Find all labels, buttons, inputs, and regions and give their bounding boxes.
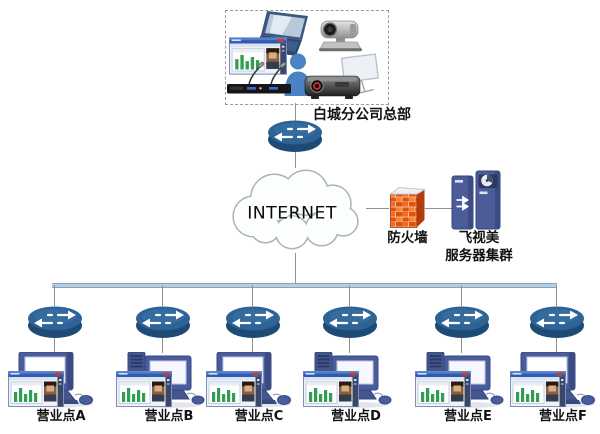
link-bus-router — [556, 285, 557, 306]
server-cluster-label: 飞视美 服务器集群 — [434, 229, 524, 265]
firewall-label: 防火墙 — [387, 230, 428, 246]
branch-node-e: 营业点E — [414, 285, 510, 425]
link-router-pc — [461, 338, 462, 353]
video-conference-camera-icon — [319, 20, 362, 52]
internet-label: INTERNET — [247, 203, 337, 223]
link-bus-router — [349, 285, 350, 306]
link-bus-router — [461, 285, 462, 306]
router-icon — [225, 305, 281, 339]
hq-router-icon — [267, 119, 323, 153]
branch-node-a: 营业点A — [7, 285, 103, 425]
branch-label: 营业点F — [539, 409, 587, 424]
router-icon — [135, 305, 191, 339]
link-firewall-servers — [425, 208, 452, 209]
hq-label: 白城分公司总部 — [313, 107, 411, 123]
link-router-pc — [349, 338, 350, 353]
link-cloud-firewall — [366, 208, 389, 209]
branch-label: 营业点E — [444, 409, 492, 424]
link-cloud-bus — [295, 253, 296, 284]
link-router-pc — [54, 338, 55, 353]
link-router-pc — [162, 338, 163, 353]
microphone-array-icon — [227, 61, 291, 94]
software-window-icon — [303, 371, 359, 407]
branch-label: 营业点D — [331, 409, 381, 424]
link-bus-router — [162, 285, 163, 306]
link-router-pc — [556, 338, 557, 353]
branch-node-b: 营业点B — [115, 285, 211, 425]
link-bus-router — [252, 285, 253, 306]
software-window-icon — [415, 371, 471, 407]
branch-node-d: 营业点D — [302, 285, 398, 425]
software-window-icon — [510, 371, 566, 407]
firewall-icon — [389, 186, 427, 228]
software-window-icon — [206, 371, 262, 407]
server-label-line2: 服务器集群 — [445, 248, 513, 264]
branch-label: 营业点A — [36, 409, 86, 424]
software-window-icon — [8, 371, 64, 407]
router-icon — [322, 305, 378, 339]
server-label-line1: 飞视美 — [458, 230, 500, 246]
link-router-cloud — [295, 152, 296, 168]
branch-label: 营业点B — [144, 409, 194, 424]
software-window-icon — [116, 371, 172, 407]
router-icon — [434, 305, 490, 339]
branch-node-c: 营业点C — [205, 285, 301, 425]
branch-label: 营业点C — [234, 409, 284, 424]
link-hqbox-router — [295, 103, 296, 121]
hq-group-box — [225, 10, 389, 105]
router-icon — [529, 305, 585, 339]
internet-cloud: INTERNET — [232, 169, 359, 250]
branch-node-f: 营业点F — [509, 285, 600, 425]
server-cluster-icon — [451, 170, 501, 230]
link-router-pc — [252, 338, 253, 353]
link-bus-router — [54, 285, 55, 306]
backbone-bus — [52, 283, 557, 288]
router-icon — [27, 305, 83, 339]
projector-with-screen-icon — [304, 53, 380, 99]
